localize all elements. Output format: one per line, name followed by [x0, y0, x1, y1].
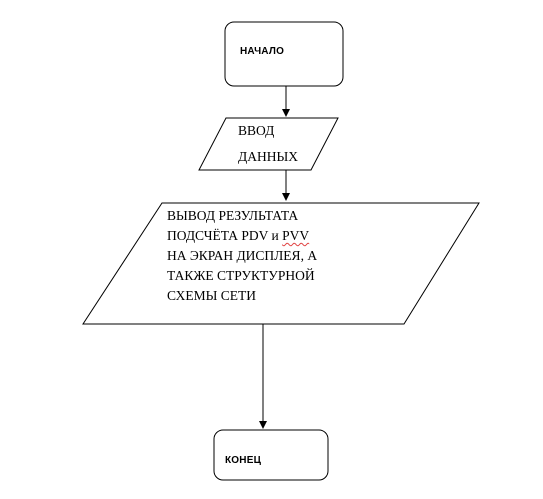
output-parallelogram [82, 202, 480, 325]
start-terminal [224, 21, 344, 87]
input-parallelogram [198, 117, 339, 171]
spellcheck-marked-word: PVV [282, 228, 310, 243]
output-label-line2-text: ПОДСЧЁТА PDV и [167, 228, 283, 243]
start-label: НАЧАЛО [240, 46, 285, 57]
end-label: КОНЕЦ [225, 455, 262, 466]
output-label-line4: ТАКЖЕ СТРУКТУРНОЙ [167, 268, 315, 283]
input-label-line2: ДАННЫХ [238, 149, 298, 164]
output-label-line2: ПОДСЧЁТА PDV и PVV [167, 226, 309, 246]
input-label-line1: ВВОД [238, 123, 275, 138]
end-terminal [213, 429, 329, 481]
output-label-line1: ВЫВОД РЕЗУЛЬТАТА [167, 208, 299, 223]
output-label-line5: СХЕМЫ СЕТИ [167, 288, 257, 303]
output-label-line3: НА ЭКРАН ДИСПЛЕЯ, А [167, 248, 318, 263]
